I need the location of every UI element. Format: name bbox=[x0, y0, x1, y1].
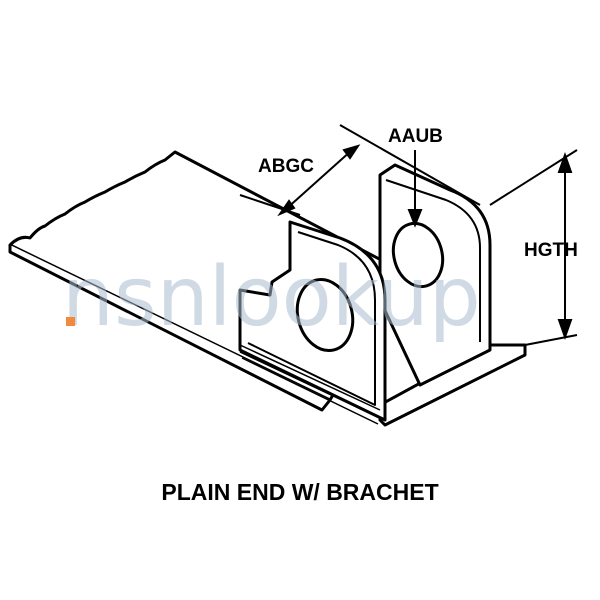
abgc-arrow-icon bbox=[342, 144, 361, 160]
watermark-text: nsnlookup bbox=[62, 250, 481, 345]
watermark-accent bbox=[66, 317, 75, 326]
front-hole bbox=[295, 278, 355, 352]
aaub-label: AAUB bbox=[388, 126, 443, 147]
serrated-edge bbox=[239, 344, 381, 425]
base-plate-edge bbox=[8, 245, 332, 412]
hgth-arrow-down-icon bbox=[557, 319, 573, 341]
abgc-label: ABGC bbox=[258, 156, 314, 177]
hgth-label: HGTH bbox=[524, 240, 578, 261]
aaub-arrow-icon bbox=[407, 209, 423, 228]
aaub-extension-line bbox=[339, 124, 481, 206]
hgth-lower-extension bbox=[524, 334, 578, 346]
hgth-arrow-up-icon bbox=[557, 151, 573, 173]
bracket-back-inner bbox=[385, 179, 481, 342]
bracket-front-inner bbox=[247, 231, 376, 406]
abgc-dimension-line bbox=[284, 149, 353, 211]
diagram-caption: PLAIN END W/ BRACHET bbox=[161, 479, 438, 505]
back-hole bbox=[391, 221, 445, 289]
